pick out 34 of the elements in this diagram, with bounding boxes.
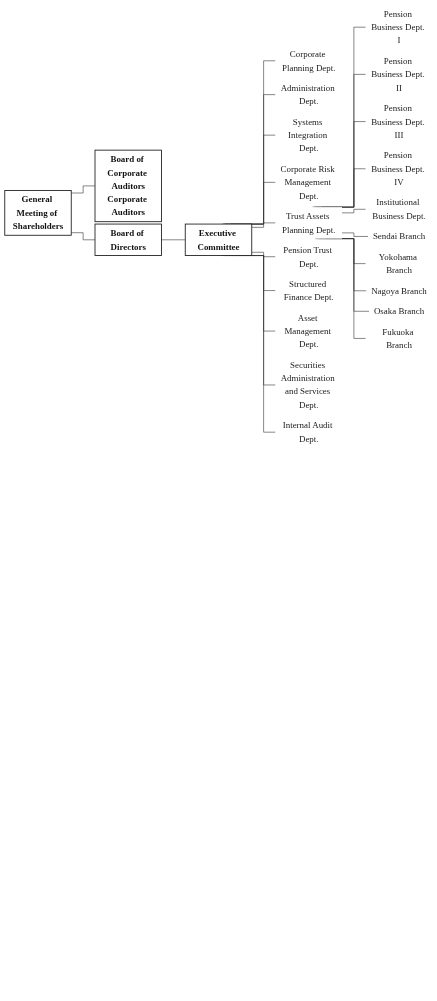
connector: [251, 251, 276, 257]
node-text: Institutional Business Dept.: [372, 197, 426, 221]
node-text: Systems Integration Dept.: [288, 116, 328, 154]
connector: [321, 168, 367, 208]
node-text: Securities Administration and Services Dept.: [280, 360, 335, 410]
node-text: Corporate Planning Dept.: [282, 49, 336, 73]
node-box: Board of Corporate Auditors Corporate Auditors: [94, 149, 162, 223]
node-text: Pension Business Dept. III: [371, 103, 425, 140]
connector: [341, 209, 367, 214]
node-text: Structured Finance Dept.: [283, 278, 334, 302]
node-text: Pension Business Dept. II: [371, 56, 425, 93]
connector: [312, 26, 367, 208]
connector: [70, 185, 96, 194]
connector: [70, 232, 96, 241]
connector: [341, 232, 369, 237]
node-box: Executive Committee: [184, 223, 253, 256]
node-box: General Meeting of Shareholders: [4, 190, 72, 236]
node-text: Osaka Branch: [373, 306, 425, 316]
node-text: Administration Dept.: [280, 83, 335, 106]
node-text: Pension Business Dept. I: [371, 8, 425, 46]
node-text: Pension Trust Dept.: [283, 245, 333, 268]
node-text: Fukuoka Branch: [382, 326, 414, 350]
node-box: Board of Directors: [94, 223, 162, 256]
node-text: Pension Business Dept. IV: [371, 150, 425, 187]
node-text: Asset Management Dept.: [284, 312, 331, 350]
connector: [313, 74, 367, 208]
node-text: Internal Audit Dept.: [282, 420, 333, 444]
node-text: Yokohama Branch: [378, 252, 417, 275]
node-text: Nagoya Branch: [371, 285, 427, 296]
connector: [315, 121, 367, 208]
connector: [161, 239, 186, 241]
node-text: Corporate Risk Management Dept.: [280, 164, 335, 201]
connector: [251, 222, 276, 228]
node-text: Sendai Branch: [372, 231, 426, 242]
